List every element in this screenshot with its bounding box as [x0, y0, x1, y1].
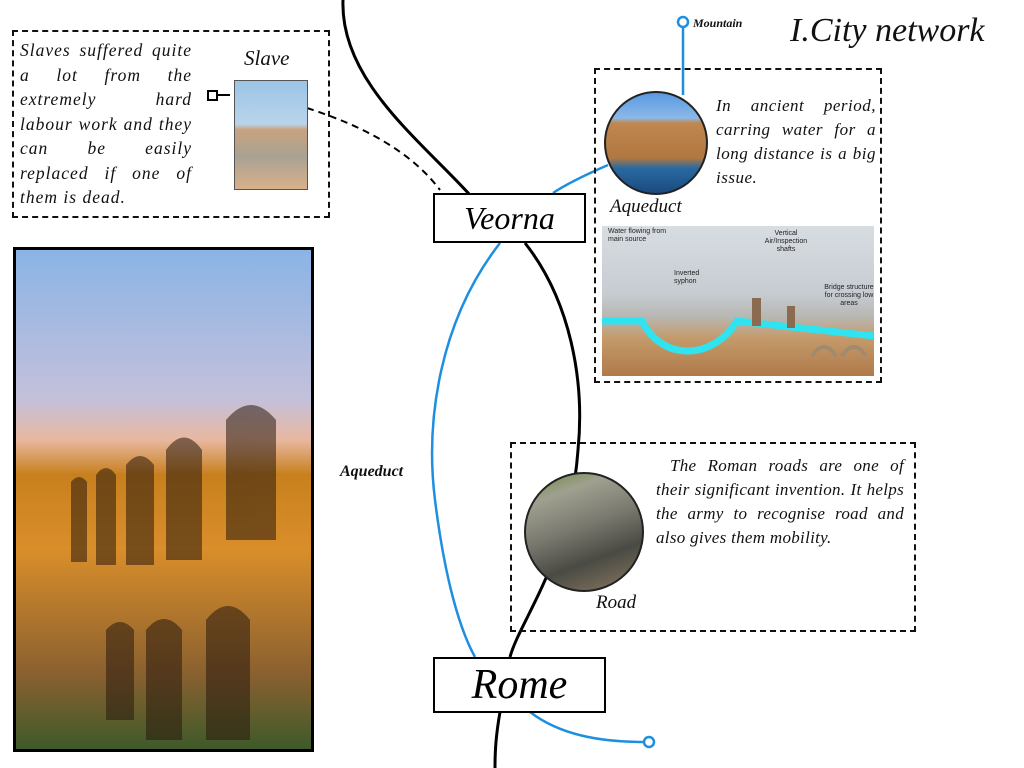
slave-panel: Slaves suffered quite a lot from the ext…	[12, 30, 330, 218]
road-label: Road	[596, 592, 637, 613]
road-description: The Roman roads are one of their signifi…	[656, 456, 904, 547]
road-line	[341, 0, 472, 197]
slave-label: Slave	[244, 46, 290, 70]
diagram-label-shafts: Vertical Air/Inspection shafts	[764, 230, 808, 253]
mountain-node	[676, 15, 690, 29]
road-line	[493, 711, 502, 768]
city-veorna[interactable]: Veorna	[433, 193, 586, 243]
road-panel: Road The Roman roads are one of their si…	[510, 442, 916, 632]
diagram-label-source: Water flowing from main source	[608, 228, 667, 243]
diagram-label-syphon: Inverted syphon	[674, 270, 700, 285]
aqueduct-panel: Aqueduct In ancient period, carring wate…	[594, 68, 882, 383]
city-rome[interactable]: Rome	[433, 657, 606, 713]
aqueduct-photo	[13, 247, 314, 752]
slave-description: Slaves suffered quite a lot from the ext…	[20, 40, 192, 207]
aqueduct-line	[552, 163, 609, 195]
aqueduct-diagram: Water flowing from main source Inverted …	[602, 226, 874, 376]
aqueduct-description: In ancient period, carring water for a l…	[716, 96, 876, 187]
aqueduct-line	[430, 242, 501, 658]
end-node	[642, 735, 656, 749]
mountain-label: Mountain	[693, 16, 743, 30]
aqueduct-line	[529, 711, 646, 744]
road-line	[508, 242, 582, 658]
aqueduct-line-label: Aqueduct	[340, 463, 404, 480]
slave-image	[234, 80, 308, 190]
page-title: I.City network	[790, 12, 985, 49]
aqueduct-thumbnail	[604, 91, 708, 195]
aqueduct-label: Aqueduct	[610, 196, 682, 217]
road-thumbnail	[524, 472, 644, 592]
diagram-label-bridge: Bridge structure for crossing low areas	[824, 284, 874, 307]
